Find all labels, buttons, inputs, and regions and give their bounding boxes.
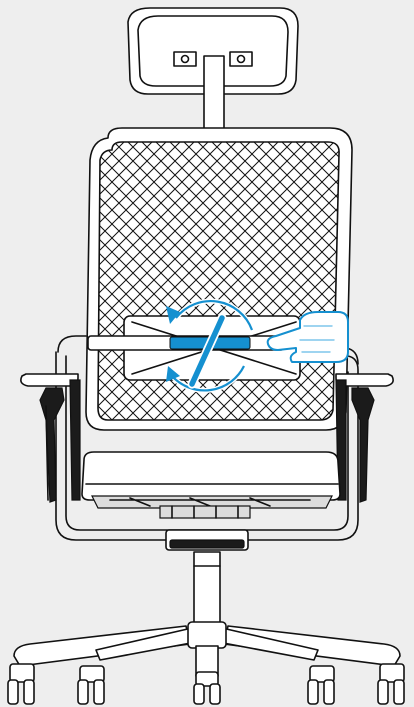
lumbar-lever-indicator — [187, 313, 227, 389]
caster-1 — [7, 663, 35, 705]
star-base — [13, 621, 401, 677]
rotate-arrows-icon — [166, 298, 255, 393]
seat — [81, 451, 341, 519]
caster-3 — [193, 671, 221, 705]
caster-4 — [307, 665, 335, 705]
headrest-bolt-right — [229, 51, 253, 67]
headrest-bolt-left — [173, 51, 197, 67]
pointing-hand-icon — [266, 311, 349, 363]
armrest-right — [335, 373, 394, 503]
caster-2 — [77, 665, 105, 705]
backrest — [85, 127, 353, 431]
seat-mechanism — [159, 505, 251, 519]
gas-lift — [165, 529, 249, 629]
armrest-left — [20, 373, 79, 503]
side-column-left — [69, 379, 81, 501]
caster-5 — [377, 663, 405, 705]
